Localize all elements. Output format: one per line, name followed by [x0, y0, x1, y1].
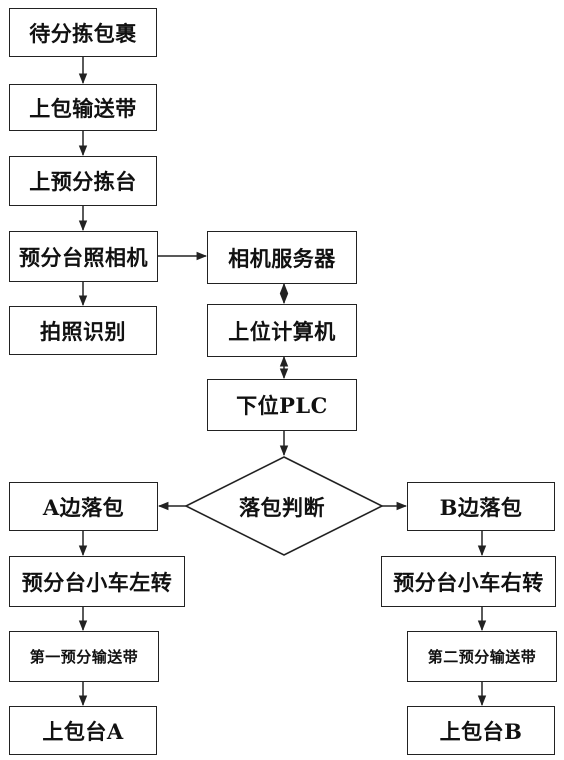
- node-camera-server: 相机服务器: [207, 231, 357, 284]
- node-loading-station-a: 上包台A: [9, 706, 157, 755]
- decision-label: 落包判断: [239, 495, 325, 520]
- node-pending-parcels: 待分拣包裹: [9, 8, 157, 57]
- node-a-side-drop: A边落包: [9, 482, 158, 531]
- node-lower-plc: 下位PLC: [207, 379, 357, 431]
- node-second-pre-sort-conveyor: 第二预分输送带: [407, 631, 557, 682]
- node-loading-conveyor: 上包输送带: [9, 84, 157, 131]
- node-host-computer: 上位计算机: [207, 304, 357, 357]
- node-loading-station-b: 上包台B: [407, 706, 555, 755]
- node-pre-sort-camera: 预分台照相机: [9, 231, 158, 282]
- node-pre-sorting-table: 上预分拣台: [9, 156, 157, 206]
- node-cart-turn-right: 预分台小车右转: [381, 556, 556, 607]
- decision-diamond: [184, 456, 384, 556]
- node-cart-turn-left: 预分台小车左转: [9, 556, 185, 607]
- node-photo-recognition: 拍照识别: [9, 306, 157, 355]
- node-b-side-drop: B边落包: [407, 482, 555, 531]
- node-first-pre-sort-conveyor: 第一预分输送带: [9, 631, 159, 682]
